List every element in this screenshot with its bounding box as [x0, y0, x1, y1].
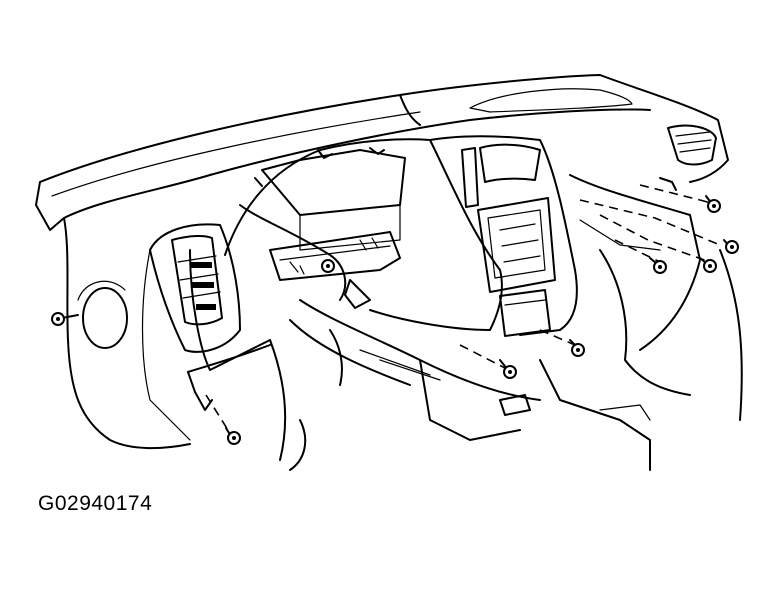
center-cavity: [224, 138, 503, 331]
left-vent: [149, 223, 241, 353]
figure-code: G02940174: [38, 492, 153, 515]
center-stack: [429, 135, 578, 337]
screw-lower-left: [225, 427, 241, 445]
left-lower-panel: [141, 249, 287, 461]
screw-left-column: [51, 312, 79, 326]
screw-center-top: [321, 259, 335, 273]
screw-center-lower: [499, 359, 517, 379]
screw-right-top: [705, 195, 721, 213]
screw-right-mid-1: [723, 239, 739, 254]
right-side-panel: [569, 174, 743, 421]
right-vent: [667, 124, 717, 166]
screw-right-lower: [649, 257, 667, 274]
clip-details: [254, 147, 677, 275]
steering-opening: [77, 280, 128, 349]
lower-console: [289, 299, 651, 471]
dashboard-outline: [35, 74, 729, 450]
screw-center-right: [569, 339, 585, 357]
screw-right-mid-2: [699, 257, 717, 273]
